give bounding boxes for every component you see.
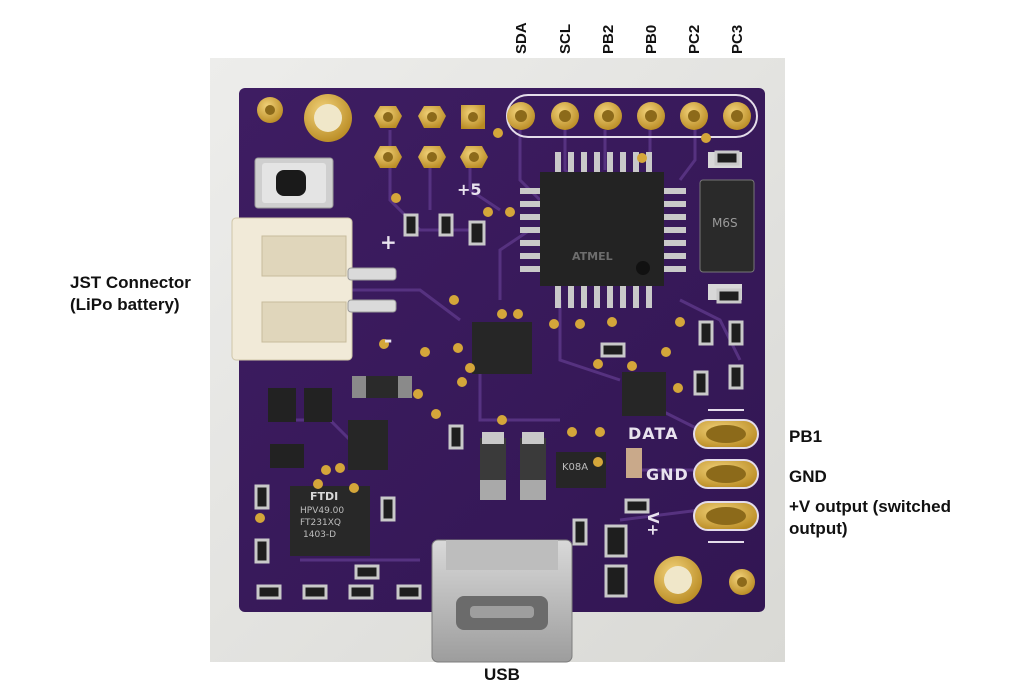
gnd-label: GND <box>789 467 827 486</box>
pin-label-sda: SDA <box>513 22 530 54</box>
pin-label-scl: SCL <box>557 24 574 54</box>
silk-plus5: +5 <box>457 180 482 199</box>
jst-connector-label: JST Connector (LiPo battery) <box>70 273 191 314</box>
isp-pads <box>374 105 488 168</box>
silk-plus: + <box>380 230 397 254</box>
mosfet-chip <box>622 372 666 416</box>
usb-label: USB <box>484 665 520 684</box>
passive-components <box>254 150 744 600</box>
silk-regulator: K08A <box>562 462 589 473</box>
reset-button <box>254 157 334 209</box>
diode <box>699 179 755 273</box>
header-pins <box>506 94 758 138</box>
silk-diode: M6S <box>712 216 738 230</box>
silk-ftdi-line2: FT231XQ <box>300 518 341 528</box>
silk-minus: - <box>384 328 393 352</box>
jst-connector <box>231 217 397 361</box>
ftdi-chip <box>290 486 370 556</box>
pin-label-pc2: PC2 <box>686 24 703 54</box>
silk-ftdi-line3: 1403-D <box>303 530 337 540</box>
sensor-chip <box>472 322 532 374</box>
usb-connector <box>431 539 573 663</box>
silk-gnd: GND <box>646 465 689 484</box>
silk-ftdi: FTDI <box>310 490 339 503</box>
silk-ftdi-line1: HPV49.00 <box>300 506 345 516</box>
microcontroller-chip <box>520 152 686 308</box>
pin-label-pb0: PB0 <box>643 24 660 54</box>
capacitors <box>352 376 546 500</box>
pb1-label: PB1 <box>789 427 823 446</box>
silk-data: DATA <box>628 424 679 443</box>
silk-mcu-brand: ATMEL <box>572 250 613 263</box>
pin-label-pb2: PB2 <box>600 24 617 54</box>
vout-label: +V output (switched output) <box>789 497 951 538</box>
silk-vplus: V+ <box>644 512 662 537</box>
output-pads <box>693 409 759 543</box>
vias <box>255 128 711 523</box>
pin-label-pc3: PC3 <box>729 24 746 54</box>
